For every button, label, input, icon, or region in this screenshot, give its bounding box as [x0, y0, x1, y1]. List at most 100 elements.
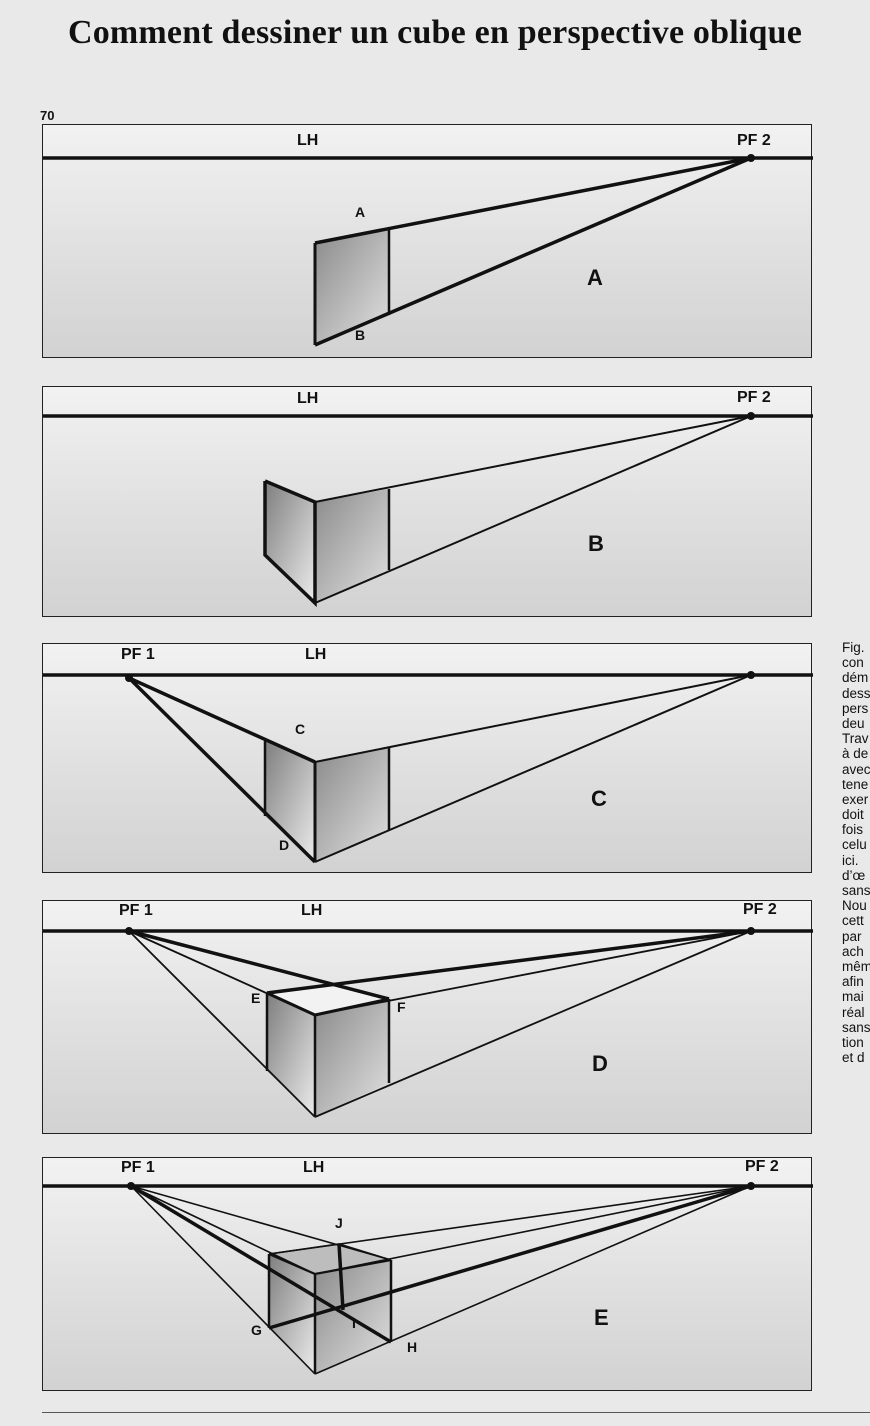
vanishing-point-2	[747, 1182, 755, 1190]
vanishing-line-2	[130, 1185, 316, 1375]
panel-c-drawing	[43, 671, 813, 864]
vanishing-line-e	[266, 929, 752, 995]
point-label-i: I	[352, 1315, 356, 1331]
horizon-label: LH	[305, 646, 327, 663]
caption-line: à de	[842, 746, 869, 762]
horizon-label: LH	[303, 1159, 325, 1176]
caption-line: tion	[842, 1034, 864, 1050]
panel-b-drawing	[43, 412, 813, 608]
figure-panel-c: PF 1 LH C D C	[42, 643, 813, 873]
vanishing-line-top-right	[314, 674, 752, 763]
vanishing-line-5	[314, 1185, 752, 1375]
vanishing-point-2	[747, 671, 755, 679]
vanishing-line-top	[314, 415, 752, 503]
vanishing-line-h	[130, 1184, 392, 1344]
vp2-label: PF 2	[743, 901, 777, 918]
cube-face-right	[315, 999, 389, 1117]
point-label-b: B	[355, 327, 366, 343]
cube-face-left	[269, 1254, 315, 1374]
caption-line: dess	[842, 685, 870, 701]
point-label-a: A	[355, 204, 366, 220]
vp1-label: PF 1	[121, 1159, 155, 1176]
caption-line: deu	[842, 715, 865, 731]
panel-e-drawing	[43, 1182, 813, 1375]
caption-line: doit	[842, 807, 864, 823]
caption-line: sans	[842, 1019, 870, 1035]
cube-face-right	[315, 229, 389, 345]
page-title: Comment dessiner un cube en perspective …	[67, 14, 803, 51]
vanishing-line-top-right	[314, 930, 752, 1016]
cube-face-right	[315, 1260, 391, 1374]
caption-line: con	[842, 655, 864, 671]
cube-top-back-edges	[268, 1243, 392, 1261]
vanishing-line-top	[314, 156, 752, 245]
caption-line: afin	[842, 974, 864, 990]
horizon-label: LH	[297, 390, 319, 407]
vanishing-line-6	[268, 1185, 752, 1255]
caption-line: et d	[842, 1050, 865, 1066]
caption-line: Nou	[842, 898, 867, 914]
figure-panel-a: LH PF 2 A B A	[42, 124, 813, 358]
vanishing-point-1	[127, 1182, 135, 1190]
vanishing-line-f	[128, 929, 390, 1001]
vanishing-line-bottom-left	[128, 930, 316, 1118]
vanishing-line-bottom-left	[127, 676, 317, 864]
point-label-f: F	[397, 999, 406, 1015]
caption-line: par	[842, 928, 862, 944]
vp1-label: PF 1	[119, 902, 153, 919]
panel-letter: A	[587, 265, 603, 290]
caption-line: dém	[842, 670, 869, 686]
cube-face-right	[315, 748, 389, 862]
caption-line: réal	[842, 1004, 865, 1020]
vanishing-point-2	[747, 154, 755, 162]
caption-line: tene	[842, 776, 869, 792]
point-label-j: J	[335, 1215, 343, 1231]
cube-face-right	[315, 489, 389, 603]
caption-line: Trav	[842, 731, 869, 747]
vanishing-line-top-left	[128, 676, 316, 764]
vanishing-line-4	[314, 1185, 752, 1275]
vanishing-point-2	[747, 927, 755, 935]
panel-letter: B	[588, 531, 604, 556]
vanishing-line-g	[268, 1184, 752, 1330]
vanishing-point-1	[125, 927, 133, 935]
point-label-d: D	[279, 837, 290, 853]
caption-line: d’œ	[842, 867, 866, 883]
caption-line: ici.	[842, 852, 859, 868]
vp2-label: PF 2	[737, 132, 771, 149]
caption-line: sans	[842, 883, 870, 898]
point-label-g: G	[251, 1322, 262, 1338]
cube-face-left	[265, 741, 315, 862]
caption-line: mai	[842, 989, 864, 1005]
caption-line: avec	[842, 761, 870, 777]
vp2-label: PF 2	[745, 1158, 779, 1175]
vp1-label: PF 1	[121, 646, 155, 663]
vanishing-line-1	[130, 1185, 316, 1275]
horizon-label: LH	[297, 132, 319, 149]
cube-face-left	[267, 993, 315, 1117]
figure-panel-b: LH PF 2 B	[42, 386, 813, 617]
caption-line: mêm	[842, 958, 870, 974]
vanishing-line-bottom-right	[314, 674, 752, 863]
panel-letter: C	[591, 786, 607, 811]
hidden-edge-j	[337, 1243, 345, 1311]
figure-panel-e: PF 1 LH PF 2 J G I H E	[42, 1157, 813, 1391]
vp2-label: PF 2	[737, 389, 771, 406]
vanishing-point-1	[125, 674, 133, 682]
vanishing-point-2	[747, 412, 755, 420]
caption-line: fois	[842, 822, 864, 838]
caption-line: cett	[842, 913, 864, 929]
caption-line: pers	[842, 700, 869, 716]
vanishing-line-bottom	[314, 156, 752, 347]
cube-left-face-outline	[263, 479, 317, 608]
figure-panel-d: PF 1 LH PF 2 E F D	[42, 900, 813, 1134]
caption-line: celu	[842, 837, 867, 853]
point-label-e: E	[251, 990, 261, 1006]
panel-letter: D	[592, 1051, 608, 1076]
panel-letter: E	[594, 1305, 609, 1330]
caption-line: exer	[842, 791, 869, 807]
panel-a-drawing	[43, 154, 813, 347]
vanishing-line-3	[130, 1185, 392, 1261]
point-label-h: H	[407, 1339, 418, 1355]
